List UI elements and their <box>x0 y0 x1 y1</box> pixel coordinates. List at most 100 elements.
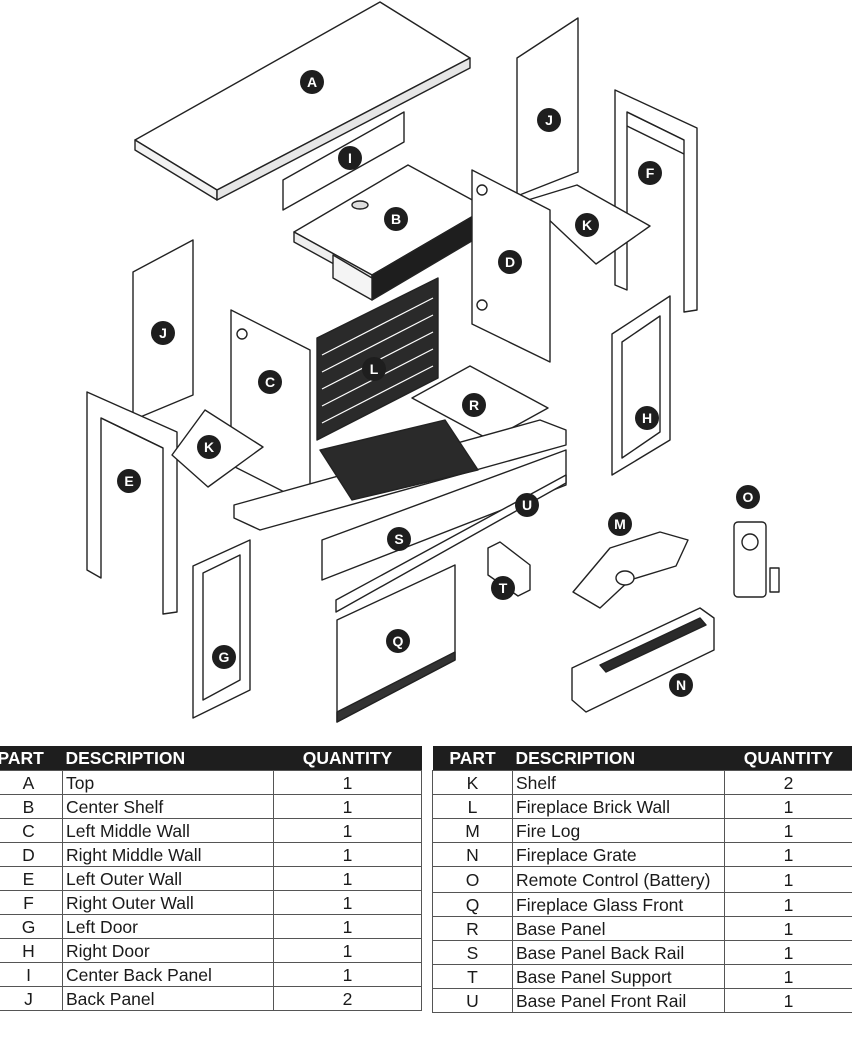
callout-k-left: K <box>197 435 221 459</box>
header-description: DESCRIPTION <box>62 746 274 771</box>
part-description: Left Middle Wall <box>62 818 274 843</box>
svg-text:F: F <box>646 165 655 181</box>
svg-text:I: I <box>348 150 352 166</box>
part-description: Fireplace Grate <box>512 842 725 867</box>
part-quantity: 1 <box>724 916 852 941</box>
svg-text:R: R <box>469 397 479 413</box>
part-quantity: 1 <box>273 770 422 795</box>
part-letter: S <box>432 940 513 965</box>
callout-r: R <box>462 393 486 417</box>
callout-labels: A B C D E F G H I J J K K L M N O Q R S … <box>117 70 760 697</box>
svg-text:Q: Q <box>393 633 404 649</box>
svg-text:B: B <box>391 211 401 227</box>
part-base-panel-front-rail <box>335 474 567 613</box>
header-part: PART <box>0 746 63 771</box>
callout-o: O <box>736 485 760 509</box>
callout-j-right: J <box>537 108 561 132</box>
part-quantity: 1 <box>273 962 422 987</box>
callout-u: U <box>515 493 539 517</box>
header-part: PART <box>432 746 513 771</box>
part-description: Remote Control (Battery) <box>512 866 725 893</box>
svg-text:K: K <box>204 439 214 455</box>
callout-s: S <box>387 527 411 551</box>
part-quantity: 1 <box>724 988 852 1013</box>
part-fire-log <box>572 531 689 609</box>
part-description: Base Panel <box>512 916 725 941</box>
part-left-middle-wall <box>230 309 311 506</box>
part-letter: L <box>432 794 513 819</box>
part-letter: D <box>0 842 63 867</box>
part-description: Right Middle Wall <box>62 842 274 867</box>
callout-q: Q <box>386 629 410 653</box>
svg-text:A: A <box>307 74 317 90</box>
part-quantity: 1 <box>273 938 422 963</box>
part-quantity: 1 <box>724 892 852 917</box>
part-back-panel-right <box>516 17 579 197</box>
part-letter: R <box>432 916 513 941</box>
svg-text:N: N <box>676 677 686 693</box>
svg-text:U: U <box>522 497 532 513</box>
part-description: Base Panel Support <box>512 964 725 989</box>
part-base-panel-support <box>487 541 531 597</box>
part-fireplace-grate <box>571 607 715 713</box>
part-right-outer-wall <box>614 89 698 313</box>
part-description: Top <box>62 770 274 795</box>
part-letter: U <box>432 988 513 1013</box>
callout-a: A <box>300 70 324 94</box>
callout-d: D <box>498 250 522 274</box>
part-letter: E <box>0 866 63 891</box>
callout-t: T <box>491 576 515 600</box>
svg-text:S: S <box>394 531 403 547</box>
header-quantity: QUANTITY <box>724 746 852 771</box>
part-letter: I <box>0 962 63 987</box>
part-description: Fireplace Glass Front <box>512 892 725 917</box>
part-right-door <box>611 295 671 476</box>
callout-g: G <box>212 645 236 669</box>
part-description: Base Panel Front Rail <box>512 988 725 1013</box>
part-quantity: 2 <box>724 770 852 795</box>
part-description: Fire Log <box>512 818 725 843</box>
part-left-outer-wall <box>86 391 178 615</box>
part-quantity: 1 <box>724 842 852 867</box>
part-quantity: 1 <box>273 914 422 939</box>
part-letter: K <box>432 770 513 795</box>
part-description: Right Outer Wall <box>62 890 274 915</box>
callout-i: I <box>338 146 362 170</box>
part-letter: B <box>0 794 63 819</box>
part-base-panel-back-rail <box>233 419 567 581</box>
callout-f: F <box>638 161 662 185</box>
svg-text:E: E <box>124 473 133 489</box>
svg-text:J: J <box>159 325 167 341</box>
callout-b: B <box>384 207 408 231</box>
part-description: Center Back Panel <box>62 962 274 987</box>
part-description: Base Panel Back Rail <box>512 940 725 965</box>
part-quantity: 1 <box>273 842 422 867</box>
svg-text:D: D <box>505 254 515 270</box>
callout-j-left: J <box>151 321 175 345</box>
callout-l: L <box>362 357 386 381</box>
part-description: Back Panel <box>62 986 274 1011</box>
part-top <box>134 1 471 201</box>
part-quantity: 1 <box>724 794 852 819</box>
svg-text:G: G <box>219 649 230 665</box>
part-quantity: 1 <box>273 890 422 915</box>
part-description: Fireplace Brick Wall <box>512 794 725 819</box>
part-letter: F <box>0 890 63 915</box>
svg-text:H: H <box>642 410 652 426</box>
part-quantity: 1 <box>724 818 852 843</box>
part-letter: O <box>432 866 513 893</box>
